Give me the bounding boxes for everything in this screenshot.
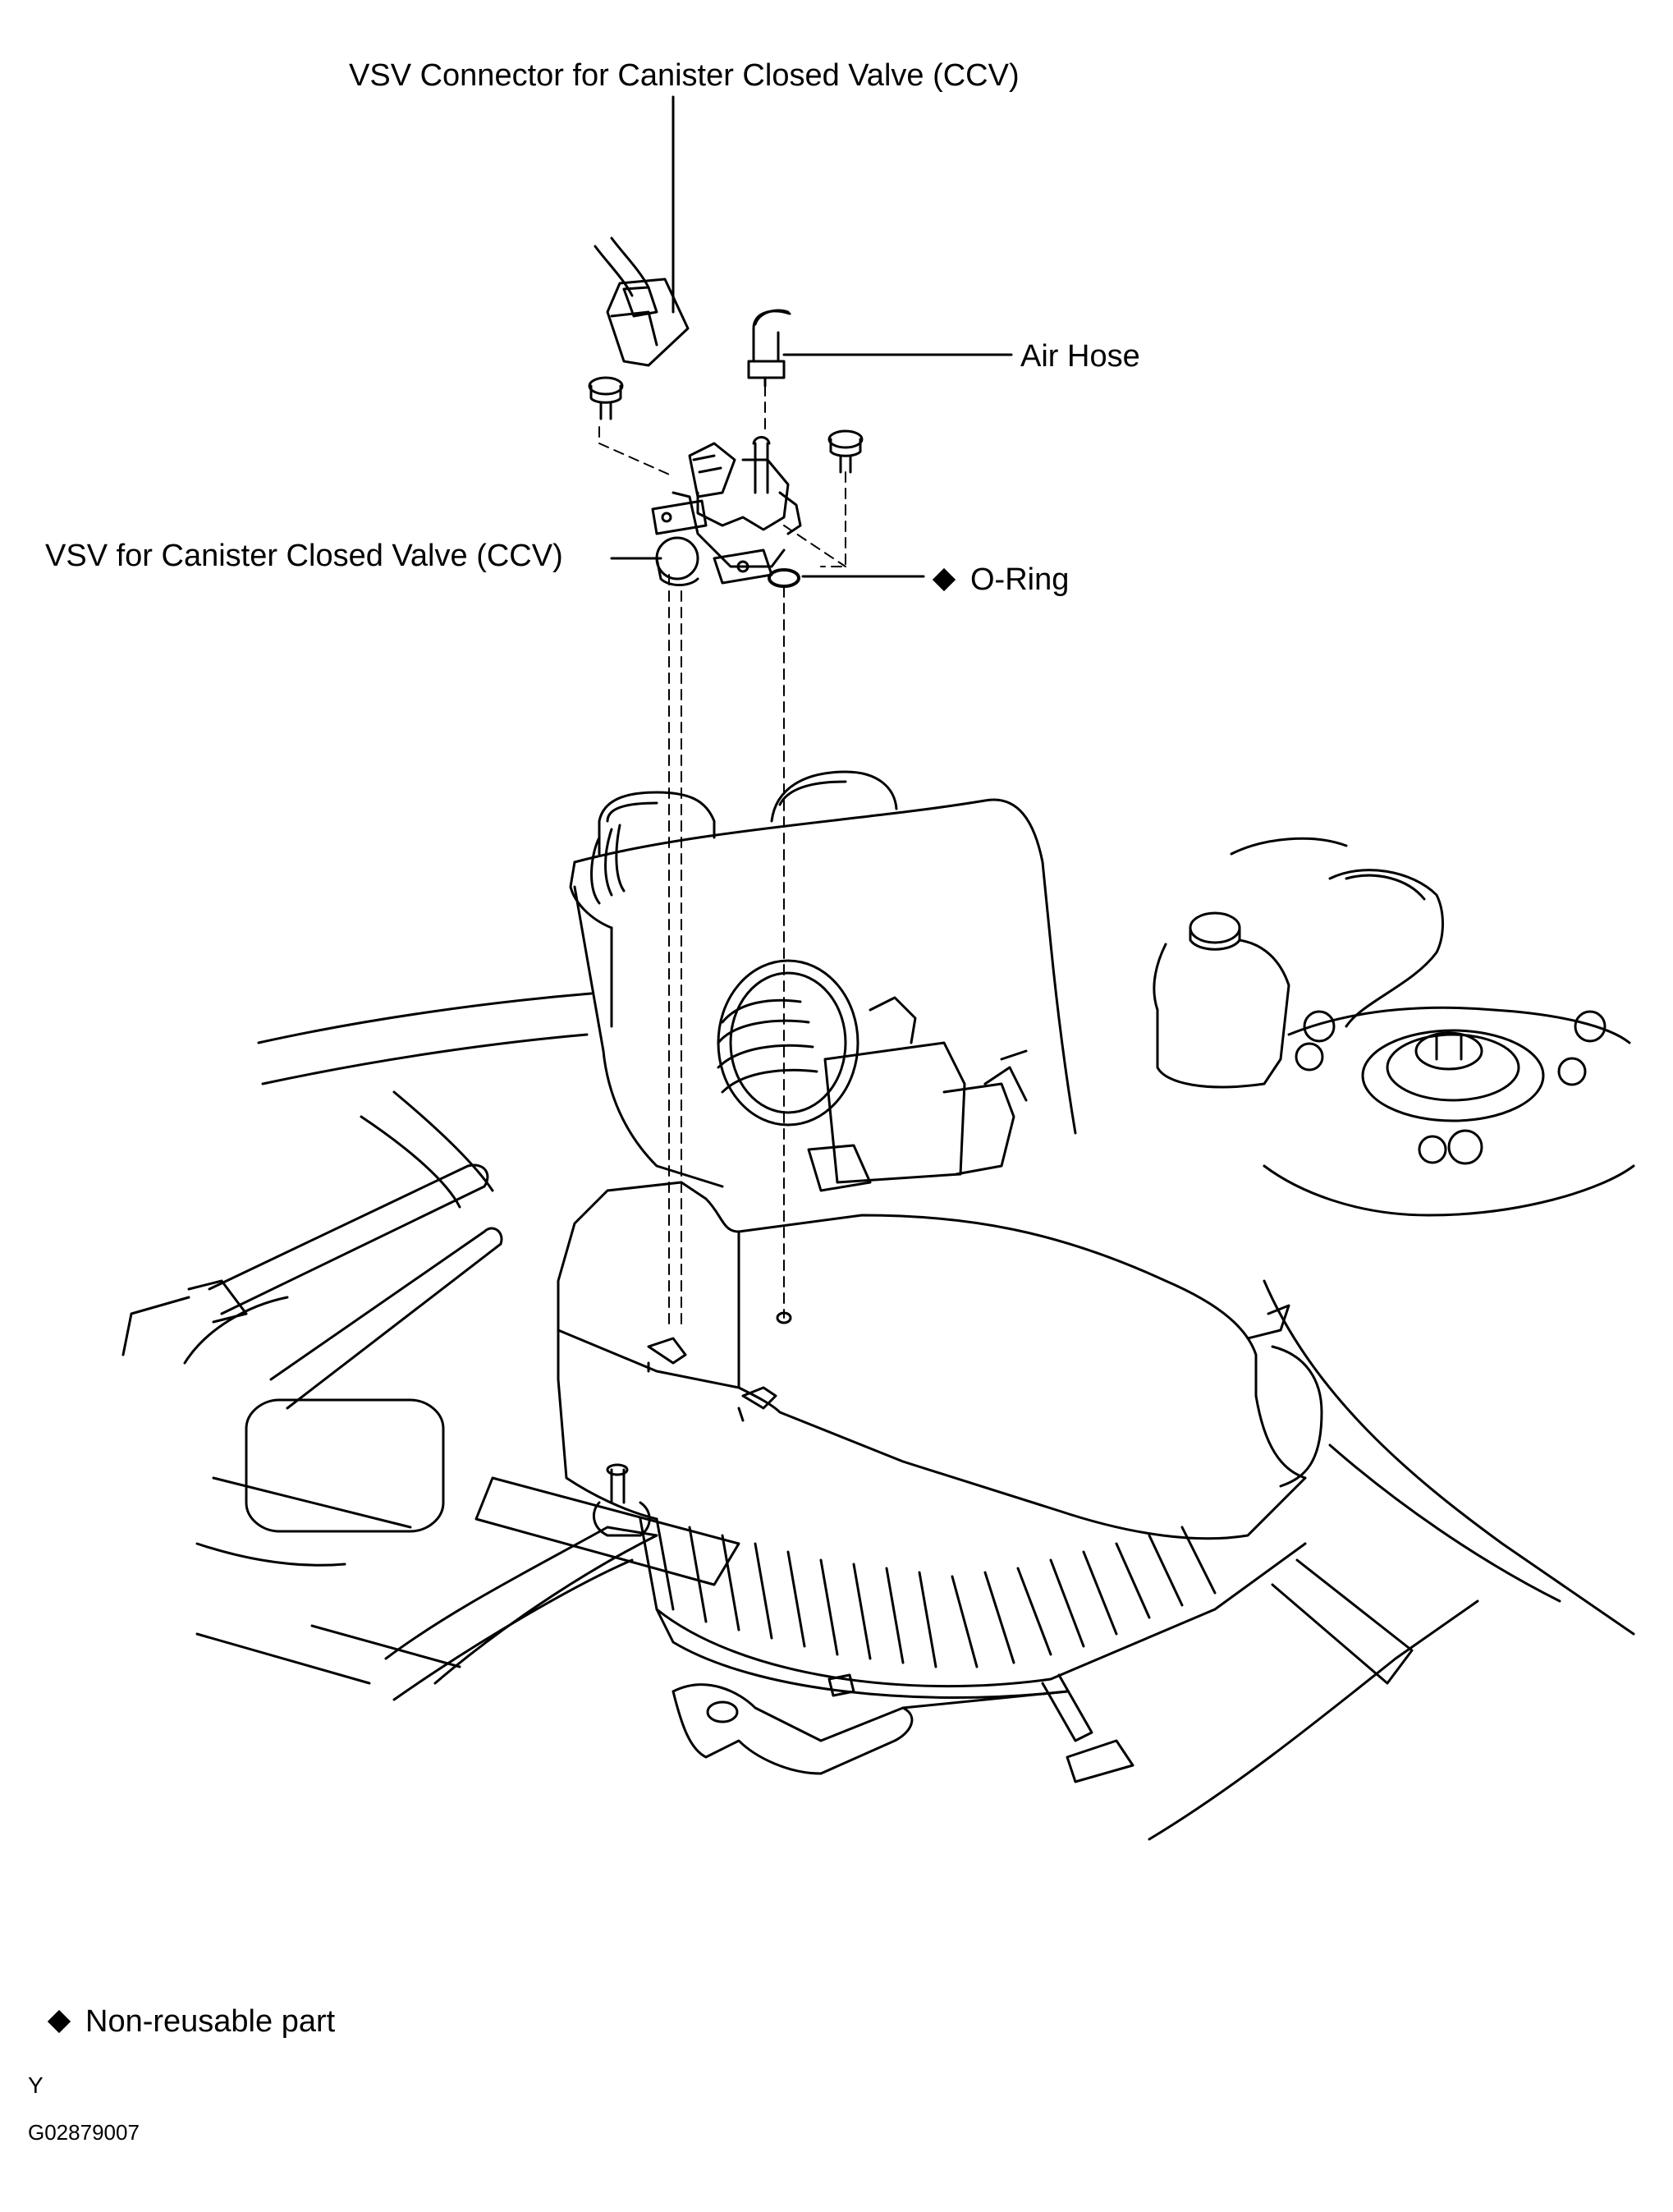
o-ring-label: O-Ring [970,562,1070,597]
vsv-body [651,436,802,586]
o-ring-label-group: O-Ring [932,562,1070,598]
diamond-icon [47,2009,71,2034]
legend: Non-reusable part [47,2003,336,2040]
air-hose-label: Air Hose [1020,339,1140,374]
alignment-lines [598,385,846,1331]
vsv-label: VSV for Canister Closed Valve (CCV) [45,539,563,573]
bolt-right [827,429,864,474]
left-side-components [121,992,1479,1841]
vsv-connector [594,236,690,367]
legend-non-reusable-label: Non-reusable part [85,2004,336,2039]
figure-id: G02879007 [28,2120,140,2145]
leader-lines [610,95,1013,578]
right-side-components [1153,837,1635,1636]
throttle-body [717,959,1028,1192]
code-letter: Y [28,2072,44,2098]
intake-ducts [569,770,1077,1188]
bolt-left [588,376,624,420]
diamond-icon [932,567,956,592]
air-hose [747,309,791,388]
air-cleaner-housing [557,1181,1323,1699]
o-ring [768,568,800,588]
vsv-connector-label: VSV Connector for Canister Closed Valve … [349,58,1020,93]
